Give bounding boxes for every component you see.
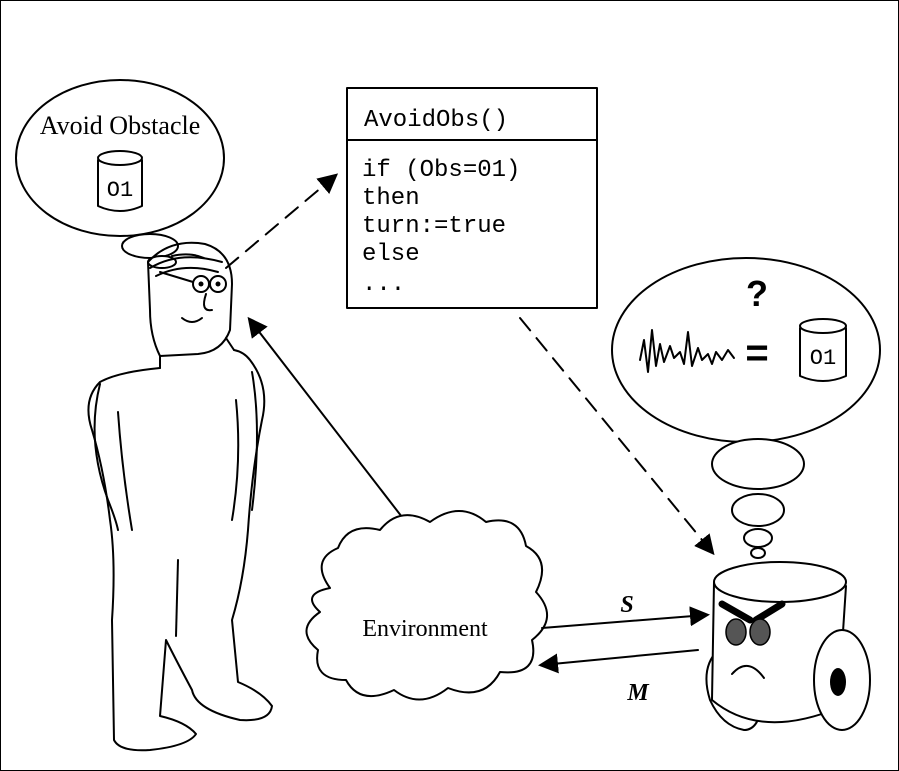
human-thought-bubble: Avoid Obstacle O1	[15, 79, 225, 269]
code-line-1: if (Obs=01)	[362, 157, 520, 184]
arrow-motor	[538, 649, 699, 674]
human-symbol: O1	[107, 178, 133, 203]
human-thought-label: Avoid Obstacle	[40, 111, 201, 140]
environment-cloud: Environment	[305, 510, 548, 701]
code-line-4: else	[362, 241, 420, 268]
human-figure	[87, 241, 273, 752]
question-mark: ?	[746, 273, 768, 314]
arrow-sensor	[541, 606, 710, 629]
code-title: AvoidObs()	[364, 107, 508, 134]
database-icon-human: O1	[97, 150, 143, 212]
robot	[705, 561, 871, 731]
robot-thought-bubble: ? = O1	[611, 257, 881, 559]
motor-label: M	[626, 680, 650, 706]
robot-symbol: O1	[810, 346, 836, 371]
dashed-arrow-to-code	[225, 173, 339, 269]
database-icon-robot: O1	[799, 318, 847, 382]
environment-label: Environment	[362, 616, 488, 642]
code-line-2: then	[362, 185, 420, 212]
sensor-signal-waveform	[639, 329, 735, 373]
arrow-environment-to-human	[247, 316, 413, 531]
code-box: AvoidObs() if (Obs=01) then turn:=true e…	[346, 87, 598, 309]
code-line-3: turn:=true	[362, 213, 506, 240]
equals-sign: =	[745, 331, 768, 375]
sensor-label: S	[620, 592, 633, 618]
code-line-5: ...	[362, 271, 405, 298]
